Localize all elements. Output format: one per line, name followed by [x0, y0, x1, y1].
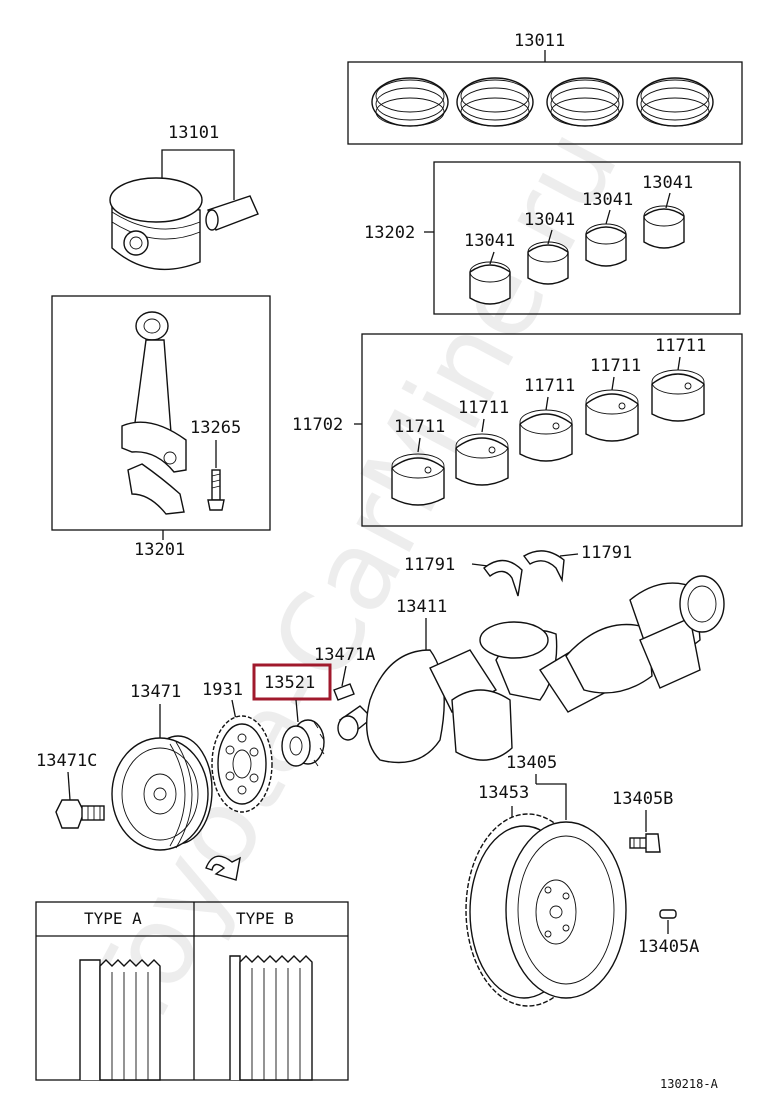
- piston-ring-4: [636, 77, 714, 127]
- label-13041-b[interactable]: 13041: [524, 210, 575, 230]
- label-11791-right[interactable]: 11791: [581, 543, 632, 563]
- conn-rod-box: [51, 295, 271, 531]
- label-11711-c[interactable]: 11711: [524, 376, 575, 396]
- thrust-washer-group: 11791 11791: [404, 543, 632, 597]
- main-bearing-shell-1: [391, 453, 445, 506]
- piston-ring-2: [456, 77, 534, 127]
- label-11711-d[interactable]: 11711: [590, 356, 641, 376]
- label-13411[interactable]: 13411: [396, 597, 447, 617]
- thrust-washer-right-icon: [522, 550, 565, 583]
- label-13201[interactable]: 13201: [134, 540, 185, 560]
- label-13041-d[interactable]: 13041: [642, 173, 693, 193]
- label-11702[interactable]: 11702: [292, 415, 343, 435]
- piston-ring-set-group: 13011: [347, 31, 743, 145]
- flywheel-group: 13405 13453: [465, 753, 627, 1007]
- label-13471C[interactable]: 13471C: [36, 751, 97, 771]
- main-bearing-group: 11702 11711 11711 11711 11711 1: [292, 333, 743, 527]
- piston-ring-1: [371, 77, 449, 127]
- label-13405[interactable]: 13405: [506, 753, 557, 773]
- label-13453[interactable]: 13453: [478, 783, 529, 803]
- label-13101[interactable]: 13101: [168, 123, 219, 143]
- highlight-box-13521: [252, 663, 332, 701]
- label-13405A[interactable]: 13405A: [638, 937, 699, 957]
- thrust-washer-left-icon: [483, 559, 523, 597]
- crankshaft-icon: [337, 575, 725, 764]
- type-b-header: TYPE B: [236, 909, 294, 928]
- flywheel-bolt-icon: [629, 833, 661, 853]
- conn-bearing-shell-4: [643, 205, 685, 249]
- conn-rod-group: 13201 13265: [51, 295, 271, 560]
- type-a-header: TYPE A: [84, 909, 142, 928]
- conn-bearing-group: 13202 13041 13041 13041 13041: [364, 161, 741, 315]
- label-11711-b[interactable]: 11711: [458, 398, 509, 418]
- crank-gear-icon: [281, 719, 325, 767]
- label-13202[interactable]: 13202: [364, 223, 415, 243]
- main-bearing-shell-3: [519, 409, 573, 462]
- label-13041-c[interactable]: 13041: [582, 190, 633, 210]
- timing-gear-icon: [211, 715, 273, 813]
- figure-number: 130218-A: [660, 1077, 719, 1091]
- label-13521[interactable]: 13521: [264, 673, 315, 693]
- conn-bearing-shell-1: [469, 261, 511, 305]
- main-bearing-shell-4: [585, 389, 639, 442]
- crank-key-group: 13471A: [314, 645, 375, 701]
- crank-gear-group: 13521: [252, 663, 332, 767]
- flywheel-pin-group: 13405A: [638, 909, 699, 957]
- conn-rod-icon: [121, 311, 187, 515]
- label-11711-e[interactable]: 11711: [655, 336, 706, 356]
- belt-type-table: TYPE A TYPE B: [35, 901, 349, 1081]
- piston-group: 13101: [109, 123, 259, 271]
- type-b-profile-icon: [229, 955, 313, 1081]
- label-13405B[interactable]: 13405B: [612, 789, 673, 809]
- label-11711-a[interactable]: 11711: [394, 417, 445, 437]
- label-13041-a[interactable]: 13041: [464, 231, 515, 251]
- label-13011[interactable]: 13011: [514, 31, 565, 51]
- label-1931[interactable]: 1931: [202, 680, 243, 700]
- pulley-group: 13471: [111, 682, 213, 851]
- piston-icon: [109, 177, 203, 271]
- label-13471A[interactable]: 13471A: [314, 645, 375, 665]
- label-11791-left[interactable]: 11791: [404, 555, 455, 575]
- conn-bearing-shell-2: [527, 241, 569, 285]
- direction-arrow-icon: [205, 855, 241, 881]
- pulley-bolt-icon: [55, 799, 105, 829]
- label-13265[interactable]: 13265: [190, 418, 241, 438]
- timing-gear-group: 1931: [202, 680, 273, 813]
- piston-ring-3: [546, 77, 624, 127]
- crankshaft-group: 13411: [337, 575, 725, 764]
- main-bearing-shell-5: [651, 369, 705, 422]
- crank-key-icon: [333, 683, 355, 701]
- conn-bearing-shell-3: [585, 223, 627, 267]
- pulley-bolt-group: 13471C: [36, 751, 105, 829]
- main-bearing-shell-2: [455, 433, 509, 486]
- conn-rod-bolt-icon: [207, 469, 225, 511]
- crank-pulley-icon: [111, 735, 213, 851]
- flywheel-pin-icon: [659, 909, 677, 919]
- flywheel-icon: [465, 813, 627, 1007]
- label-13471[interactable]: 13471: [130, 682, 181, 702]
- piston-pin-icon: [205, 195, 259, 231]
- main-bearing-box: [361, 333, 743, 527]
- conn-bearing-box: [433, 161, 741, 315]
- flywheel-bolt-group: 13405B: [612, 789, 673, 853]
- type-a-profile-icon: [79, 959, 161, 1081]
